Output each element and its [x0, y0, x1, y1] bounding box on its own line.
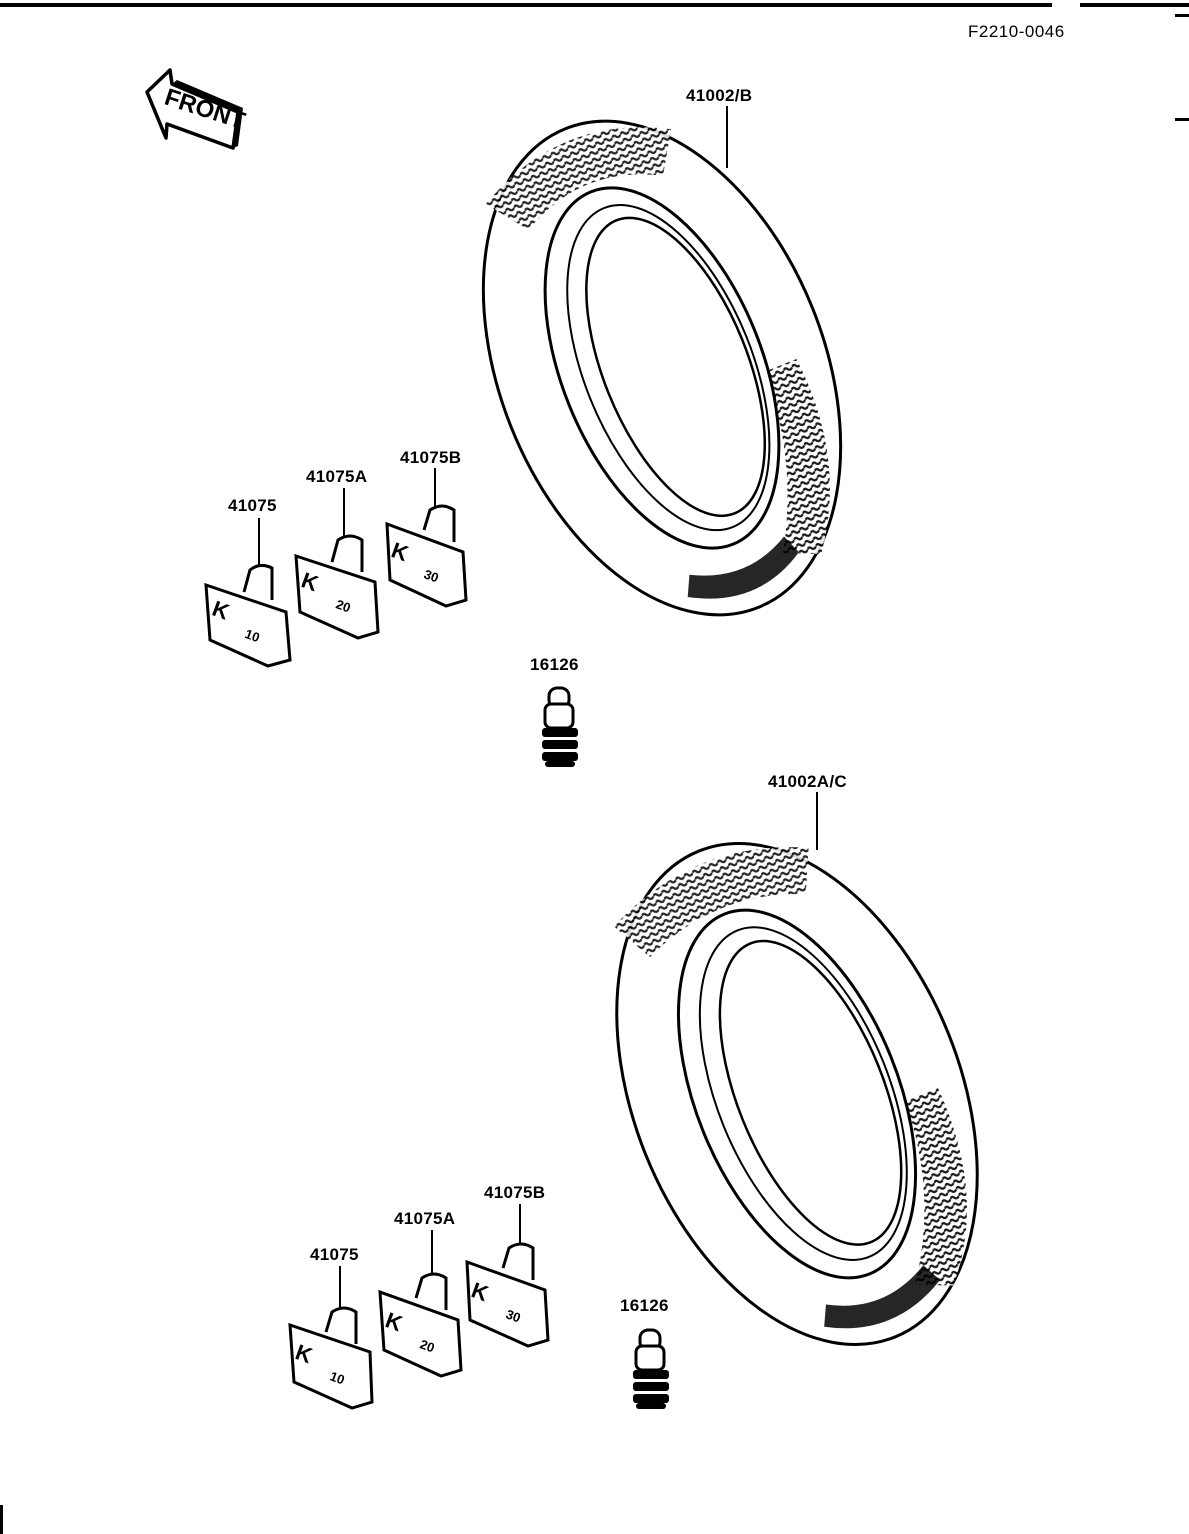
valve-icon — [542, 686, 578, 767]
margin-tick — [0, 1505, 3, 1534]
tire-front-icon — [613, 842, 979, 1346]
weight-10-icon: K 10 — [204, 563, 292, 668]
margin-tick — [1175, 118, 1189, 121]
callout-weight-upper-3: 41075B — [400, 448, 462, 467]
top-rule — [0, 3, 1052, 7]
weight-20-icon: K 20 — [294, 534, 380, 640]
margin-tick — [1175, 14, 1189, 17]
weight-mark: 10 — [243, 626, 262, 645]
callout-weight-lower-3: 41075B — [484, 1183, 546, 1202]
weight-mark: 10 — [328, 1368, 347, 1387]
valve-icon — [633, 1328, 669, 1409]
tire-rear-icon — [481, 119, 843, 617]
callout-valve-upper: 16126 — [530, 655, 579, 674]
callout-weight-upper-1: 41075 — [228, 496, 277, 515]
callout-tire-front: 41002A/C — [768, 772, 847, 791]
weight-mark: 30 — [504, 1306, 523, 1325]
callout-valve-lower: 16126 — [620, 1296, 669, 1315]
front-arrow-icon: FRONT — [145, 68, 249, 150]
weight-10-icon: K 10 — [288, 1306, 374, 1410]
weight-mark: 20 — [418, 1336, 437, 1355]
callout-tire-rear: 41002/B — [686, 86, 753, 105]
leader-lines — [258, 106, 818, 1316]
weight-mark: 30 — [422, 566, 441, 585]
weight-30-icon: K 30 — [465, 1242, 550, 1348]
callout-weight-lower-2: 41075A — [394, 1209, 456, 1228]
top-rule-right — [1080, 3, 1189, 7]
weight-mark: 20 — [334, 596, 353, 615]
weight-30-icon: K 30 — [385, 504, 468, 608]
document-code: F2210-0046 — [968, 22, 1065, 41]
callout-weight-upper-2: 41075A — [306, 467, 368, 486]
callout-weight-lower-1: 41075 — [310, 1245, 359, 1264]
weight-20-icon: K 20 — [378, 1272, 463, 1378]
